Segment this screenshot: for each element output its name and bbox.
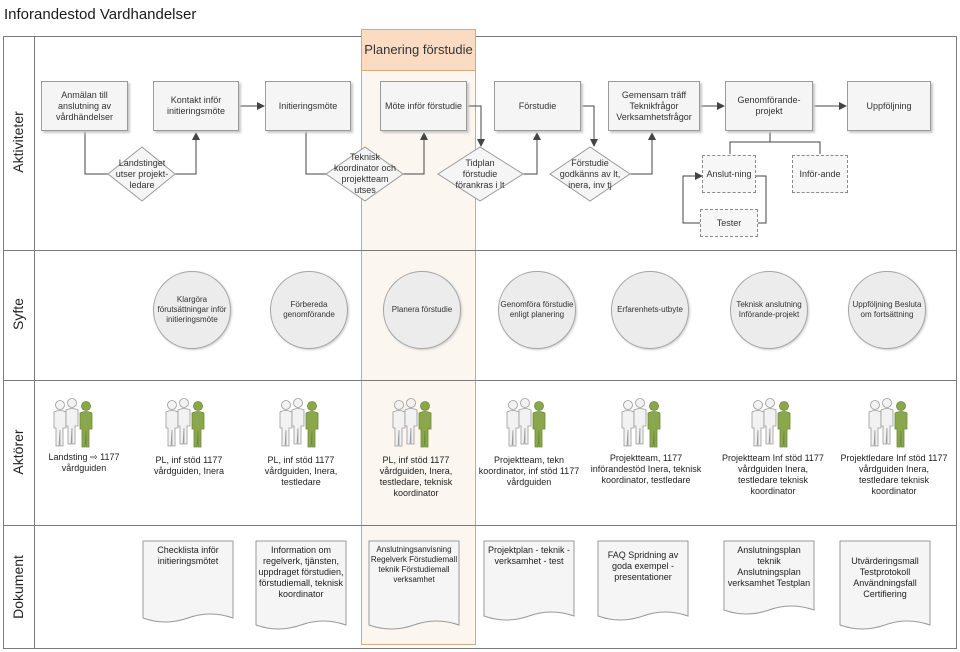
activity-initiation-meeting: Initieringsmöte xyxy=(265,81,351,131)
activity-pre-study-meeting: Möte inför förstudie xyxy=(380,81,467,131)
subprocess-connection: Anslut-ning xyxy=(702,155,756,193)
purpose-circle: Klargöra förutsättningar inför initierin… xyxy=(153,271,231,349)
lane-label-purpose: Syfte xyxy=(10,298,26,330)
activity-implementation-project: Genomförande-projekt xyxy=(725,81,813,131)
actor-label: Projektteam Inf stöd 1177 vårdguiden Ine… xyxy=(722,453,824,496)
lane-label-activities: Aktiviteter xyxy=(10,111,26,173)
decision-tech-coordinator: Teknisk koordinator och projektteam utse… xyxy=(333,152,397,195)
purpose-circle: Förbereda genomförande xyxy=(270,271,348,349)
decision-timeline: Tidplan förstudie förankras i lt xyxy=(455,157,505,190)
page-title: Inforandestod Vardhandelser xyxy=(4,6,197,23)
actor-label: PL, inf stöd 1177 vårdguiden, Inera, tes… xyxy=(264,455,338,487)
lane-label-documents: Dokument xyxy=(10,555,26,619)
purpose-circle: Genomföra förstudie enligt planering xyxy=(498,271,576,349)
purpose-circle: Planera förstudie xyxy=(383,271,461,349)
lane-divider xyxy=(3,525,957,526)
subprocess-tests: Tester xyxy=(700,209,758,237)
activity-joint-meeting: Gemensam träff Teknikfrågor Verksamhetsf… xyxy=(608,81,700,131)
document-label: Checklista inför initieringsmötet xyxy=(157,545,219,566)
lane-documents: Dokument xyxy=(3,525,35,649)
actor-label: Projektteam, tekn koordinator, inf stöd … xyxy=(478,455,580,487)
document-label: Anslutningsanvisning Regelverk Förstudie… xyxy=(370,545,458,584)
document-label: Utvärderingsmall Testprotokoll Användnin… xyxy=(851,556,919,599)
activity-contact: Kontakt inför initieringsmöte xyxy=(153,81,239,131)
decision-project-leader: Landstinget utser projekt-ledare xyxy=(115,157,169,190)
document-label: Information om regelverk, tjänsten, uppd… xyxy=(258,545,344,599)
activity-application: Anmälan till anslutning av vårdhändelser xyxy=(41,81,128,131)
purpose-circle: Teknisk anslutning Införande-projekt xyxy=(730,271,808,349)
purpose-circle: Erfarenhets-utbyte xyxy=(611,271,689,349)
lane-divider xyxy=(3,250,957,251)
activity-pre-study: Förstudie xyxy=(494,81,581,131)
actor-label: Landsting ⇨ 1177 vårdguiden xyxy=(48,452,120,473)
document-label: Projektplan - teknik - verksamhet - test xyxy=(487,545,571,566)
lane-activities: Aktiviteter xyxy=(3,36,35,250)
lane-label-actors: Aktörer xyxy=(10,429,26,475)
subprocess-introduction: Inför-ande xyxy=(792,155,848,193)
lane-actors: Aktörer xyxy=(3,380,35,525)
purpose-circle: Uppföljning Besluta om fortsättning xyxy=(848,271,926,349)
actor-label: Projektledare Inf stöd 1177 vårdguiden I… xyxy=(840,453,948,496)
phase-header: Planering förstudie xyxy=(361,29,476,71)
activity-follow-up: Uppföljning xyxy=(847,81,931,131)
diagram-frame xyxy=(3,36,957,649)
actor-label: Projektteam, 1177 införandestöd Inera, t… xyxy=(590,453,702,485)
lane-purpose: Syfte xyxy=(3,250,35,380)
decision-pre-study-approved: Förstudie godkänns av lt, inera, inv tj xyxy=(559,157,621,190)
document-label: Anslutningsplan teknik Anslutningsplan v… xyxy=(727,545,811,588)
actor-label: PL, inf stöd 1177 vårdguiden, Inera xyxy=(153,455,225,476)
actor-label: PL, inf stöd 1177 vårdguiden, Inera, tes… xyxy=(379,455,453,498)
document-label: FAQ Spridning av goda exempel - presenta… xyxy=(607,550,679,582)
lane-divider xyxy=(3,380,957,381)
